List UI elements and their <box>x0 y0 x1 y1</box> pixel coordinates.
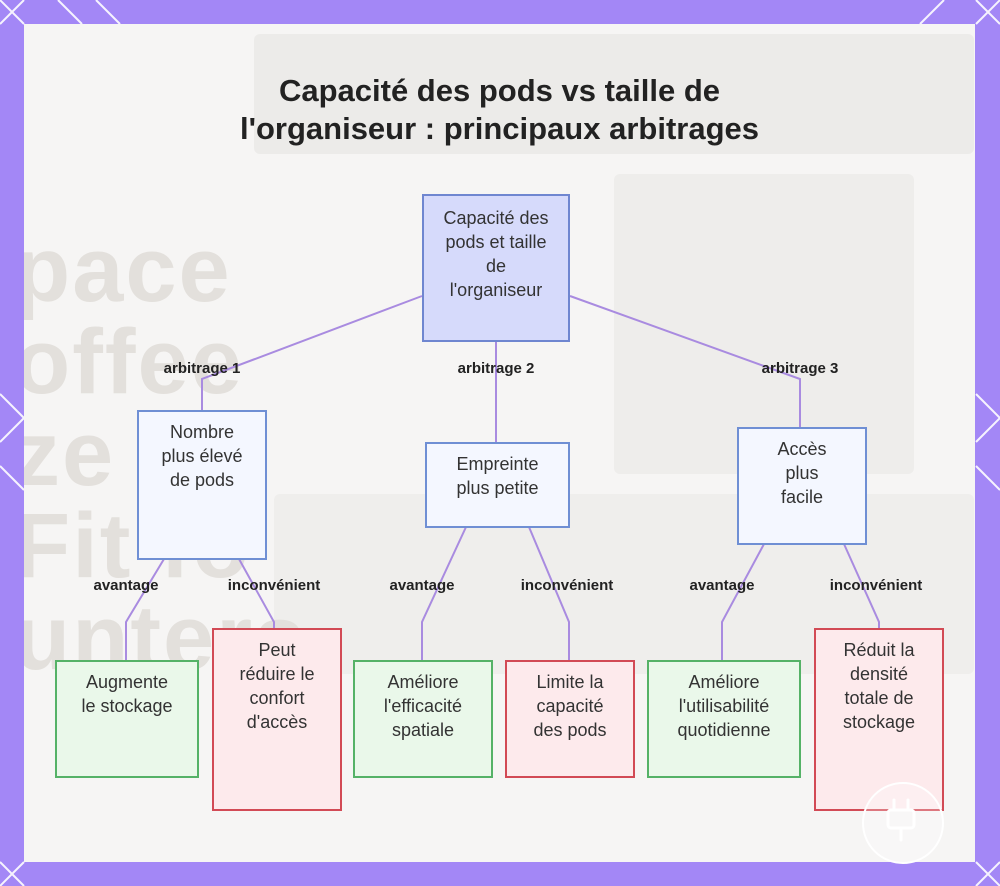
connector-lines <box>125 295 880 660</box>
edge-label-arbitrage-3: arbitrage 3 <box>761 360 839 377</box>
root-node-label: Capacité des pods et taille de l'organis… <box>443 208 549 300</box>
branch-node-2-label: Empreinte plus petite <box>456 454 539 498</box>
plug-icon <box>886 798 916 842</box>
edge-root-branch-1 <box>201 295 423 410</box>
con-node-1: Peut réduire le confort d'accès <box>212 628 342 811</box>
pro-node-3-label: Améliore l'utilisabilité quotidienne <box>677 672 771 740</box>
edge-b3-pro <box>721 543 765 660</box>
edge-b1-pro <box>125 558 165 660</box>
root-node: Capacité des pods et taille de l'organis… <box>422 194 570 342</box>
pro-node-2: Améliore l'efficacité spatiale <box>353 660 493 778</box>
pro-node-3: Améliore l'utilisabilité quotidienne <box>647 660 801 778</box>
edge-b1-con <box>238 558 275 628</box>
con-node-3-label: Réduit la densité totale de stockage <box>842 640 916 732</box>
edge-b3-con <box>843 543 880 628</box>
background-shape <box>614 174 914 474</box>
edge-label-avantage-1: avantage <box>93 577 159 594</box>
edge-label-inconvenient-1: inconvénient <box>227 577 321 594</box>
diagram-title: Capacité des pods vs taille de l'organis… <box>24 72 975 148</box>
edge-root-branch-3 <box>569 295 801 427</box>
background-shape <box>254 34 974 154</box>
edge-b2-con <box>528 526 570 660</box>
edge-label-arbitrage-1: arbitrage 1 <box>163 360 241 377</box>
edge-label-avantage-3: avantage <box>689 577 755 594</box>
edge-b2-pro <box>421 526 467 660</box>
edge-label-inconvenient-2: inconvénient <box>520 577 614 594</box>
con-node-1-label: Peut réduire le confort d'accès <box>239 640 315 732</box>
edge-label-avantage-2: avantage <box>389 577 455 594</box>
branch-node-2: Empreinte plus petite <box>425 442 570 528</box>
pro-node-2-label: Améliore l'efficacité spatiale <box>383 672 463 740</box>
title-text: Capacité des pods vs taille de l'organis… <box>239 73 759 146</box>
pro-node-1: Augmente le stockage <box>55 660 199 778</box>
con-node-2-label: Limite la capacité des pods <box>533 672 607 740</box>
branch-node-1: Nombre plus élevé de pods <box>137 410 267 560</box>
branch-node-3-label: Accès plus facile <box>777 439 827 507</box>
edge-label-arbitrage-2: arbitrage 2 <box>457 360 535 377</box>
branch-node-1-label: Nombre plus élevé de pods <box>161 422 243 490</box>
con-node-2: Limite la capacité des pods <box>505 660 635 778</box>
edge-label-inconvenient-3: inconvénient <box>829 577 923 594</box>
diagram-panel: pace offee ze Fit fo unters Capacité des… <box>24 24 975 862</box>
watermark-badge <box>862 782 944 864</box>
con-node-3: Réduit la densité totale de stockage <box>814 628 944 811</box>
branch-node-3: Accès plus facile <box>737 427 867 545</box>
pro-node-1-label: Augmente le stockage <box>81 672 173 716</box>
